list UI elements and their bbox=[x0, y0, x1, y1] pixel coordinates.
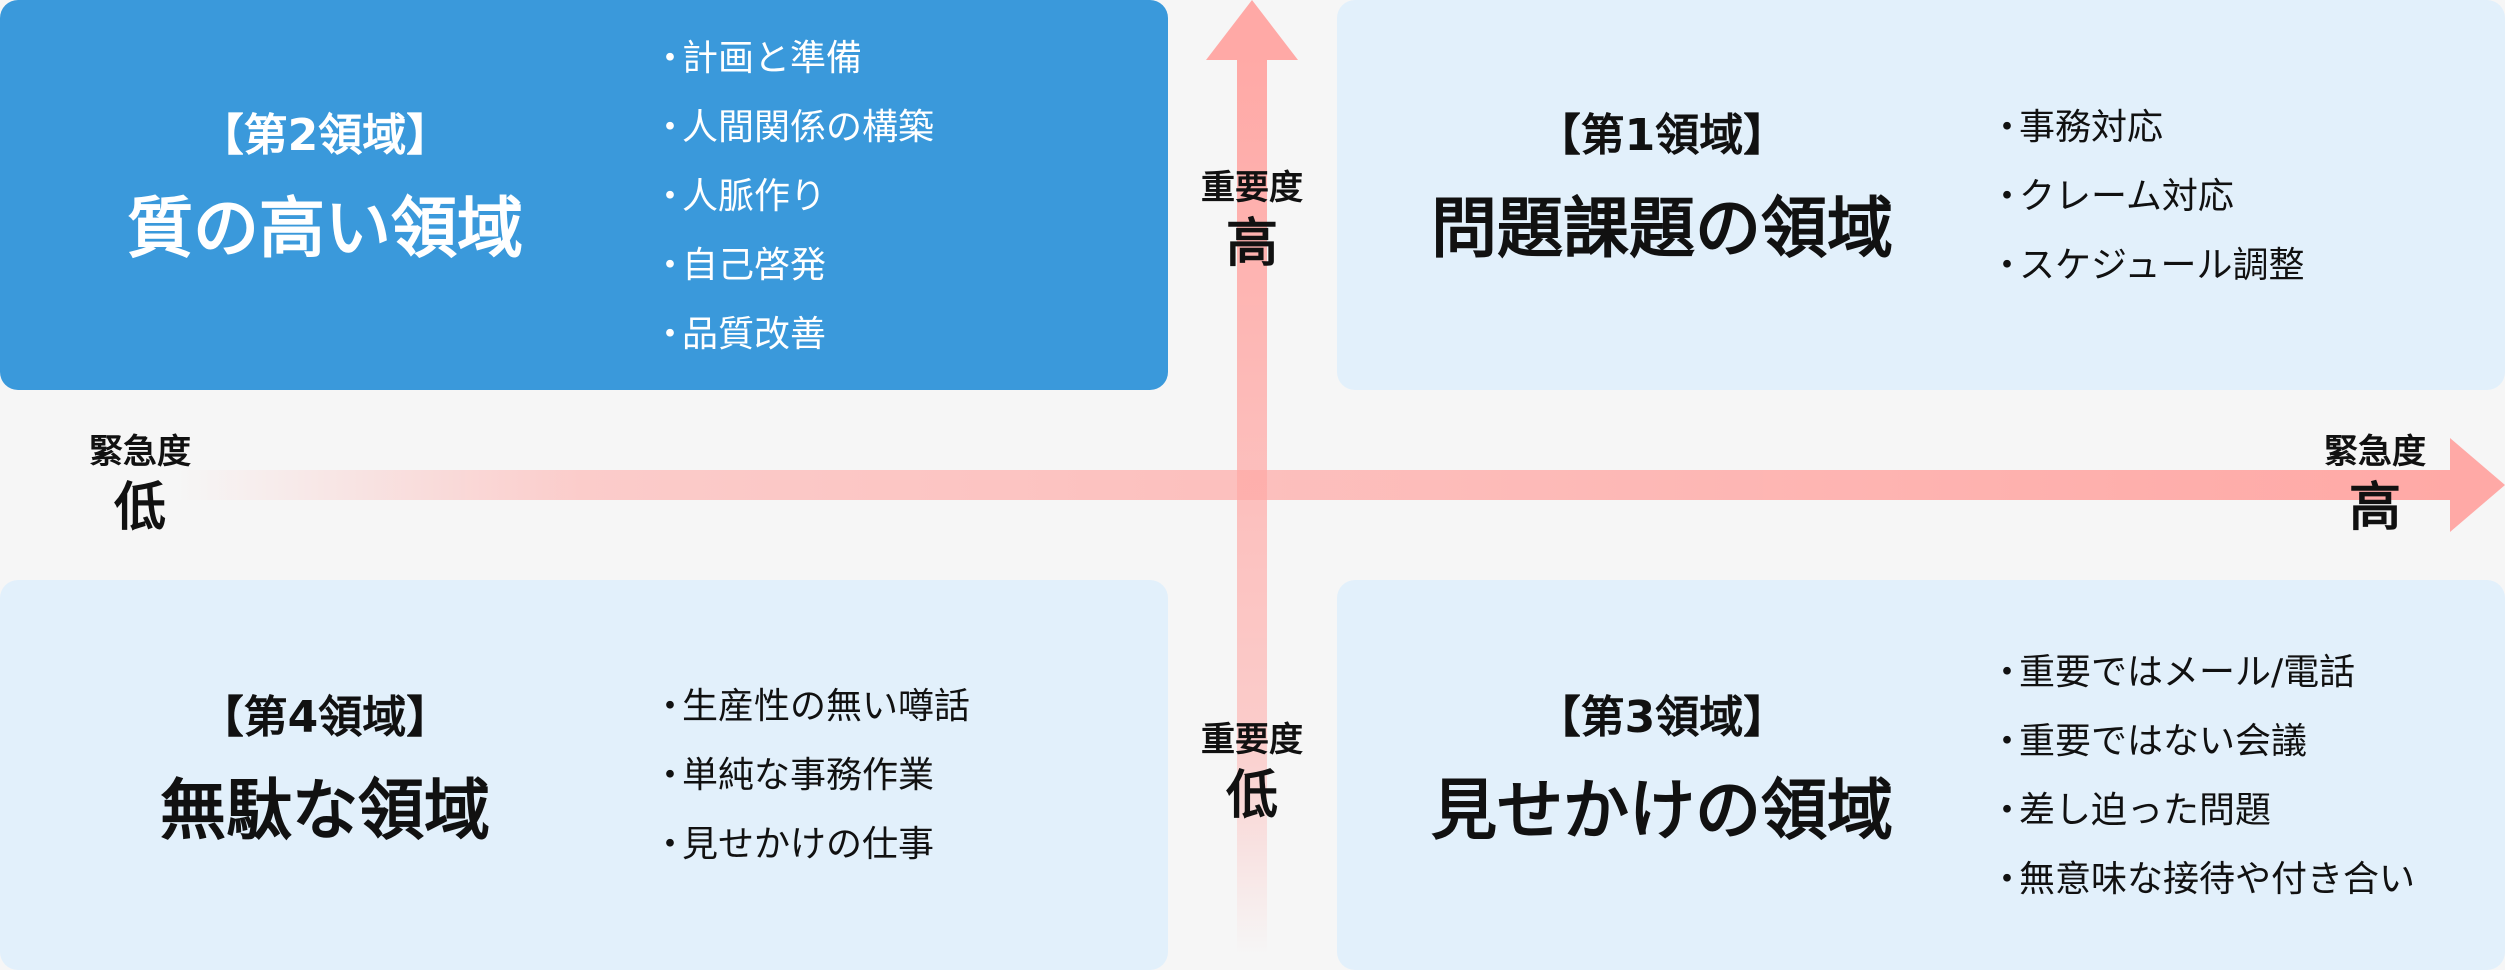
quadrant-4-list: ・生産性の無い噂話 ・単純な事務作業 ・見せかけの仕事 bbox=[652, 672, 970, 879]
list-item: ・品質改善 bbox=[652, 314, 827, 355]
list-item: ・クレーム対応 bbox=[1989, 176, 2234, 217]
list-item: ・人脈作り bbox=[652, 176, 827, 217]
urgency-low-label: 緊急度 低 bbox=[60, 432, 220, 538]
quadrant-3: 【第3領域】 見せかけの領域 ・重要ではメール/電話 ・重要ではない会議 ・差し… bbox=[1337, 580, 2505, 970]
list-item: ・見せかけの仕事 bbox=[652, 824, 935, 865]
quadrant-3-label: 【第3領域】 bbox=[1536, 692, 1788, 743]
list-item: ・自己啓発 bbox=[652, 245, 827, 286]
quadrant-2: 【第2領域】 質の高い領域 ・計画と準備 ・人間関係の構築 ・人脈作り ・自己啓… bbox=[0, 0, 1168, 390]
urgency-low-value: 低 bbox=[113, 478, 166, 538]
quadrant-4: 【第4領域】 無駄な領域 ・生産性の無い噂話 ・単純な事務作業 ・見せかけの仕事 bbox=[0, 580, 1168, 970]
list-item: ・重要ではメール/電話 bbox=[1989, 652, 2356, 693]
list-item: ・計画と準備 bbox=[652, 38, 863, 79]
importance-label: 重要度 bbox=[1201, 168, 1303, 208]
urgency-label: 緊急度 bbox=[2324, 432, 2426, 472]
importance-label: 重要度 bbox=[1201, 720, 1303, 760]
list-item: ・人間関係の構築 bbox=[652, 107, 935, 148]
quadrant-4-heading: 【第4領域】 無駄な領域 bbox=[0, 690, 650, 852]
quadrant-1-label: 【第1領域】 bbox=[1536, 110, 1788, 161]
horizontal-urgency-arrow bbox=[175, 438, 2505, 532]
quadrant-4-label: 【第4領域】 bbox=[199, 692, 451, 743]
list-item: ・重要ではない会議 bbox=[1989, 721, 2308, 762]
urgency-high-value: 高 bbox=[2348, 478, 2401, 538]
quadrant-2-list: ・計画と準備 ・人間関係の構築 ・人脈作り ・自己啓発 ・品質改善 bbox=[652, 24, 934, 369]
list-item: ・単純な事務作業 bbox=[652, 755, 935, 796]
urgency-label: 緊急度 bbox=[89, 432, 191, 472]
quadrant-1-title: 問題課題の領域 bbox=[1431, 190, 1893, 267]
quadrant-1: 【第1領域】 問題課題の領域 ・事務対応 ・クレーム対応 ・スケジュール調整 bbox=[1337, 0, 2505, 390]
list-item: ・無意味な接待や付き合い bbox=[1989, 859, 2416, 900]
importance-low-label: 重要度 低 bbox=[1172, 720, 1332, 826]
quadrant-1-list: ・事務対応 ・クレーム対応 ・スケジュール調整 bbox=[1989, 93, 2304, 300]
quadrant-3-title: 見せかけの領域 bbox=[1431, 772, 1893, 849]
quadrant-2-title: 質の高い領域 bbox=[127, 190, 523, 267]
list-item: ・スケジュール調整 bbox=[1989, 245, 2305, 286]
importance-high-label: 重要度 高 bbox=[1172, 168, 1332, 274]
urgency-high-label: 緊急度 高 bbox=[2295, 432, 2455, 538]
quadrant-4-title: 無駄な領域 bbox=[160, 772, 490, 849]
list-item: ・差し迫った問題 bbox=[1989, 790, 2272, 831]
quadrant-2-heading: 【第2領域】 質の高い領域 bbox=[0, 108, 650, 270]
list-item: ・事務対応 bbox=[1989, 107, 2164, 148]
quadrant-3-list: ・重要ではメール/電話 ・重要ではない会議 ・差し迫った問題 ・無意味な接待や付… bbox=[1989, 638, 2415, 914]
importance-low-value: 低 bbox=[1225, 766, 1278, 826]
vertical-importance-arrow bbox=[1206, 0, 1298, 955]
importance-high-value: 高 bbox=[1225, 214, 1278, 274]
quadrant-1-heading: 【第1領域】 問題課題の領域 bbox=[1337, 108, 1987, 270]
quadrant-3-heading: 【第3領域】 見せかけの領域 bbox=[1337, 690, 1987, 852]
list-item: ・生産性の無い噂話 bbox=[652, 686, 971, 727]
quadrant-2-label: 【第2領域】 bbox=[199, 110, 451, 161]
